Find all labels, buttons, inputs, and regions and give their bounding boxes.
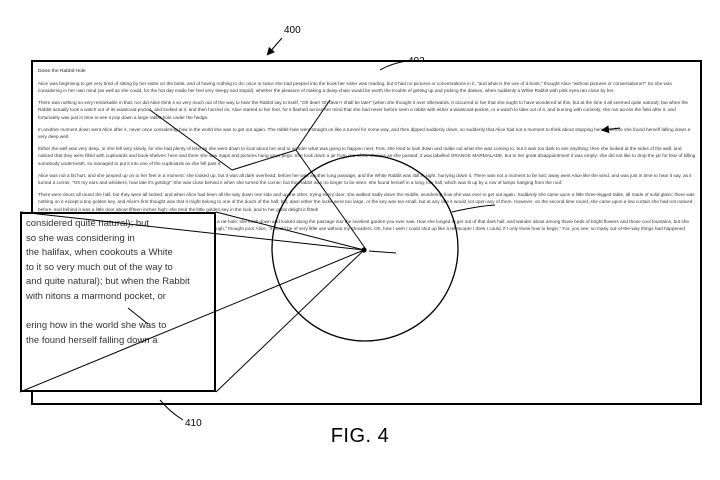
magnified-line: the halifax, when cookouts a White (26, 247, 173, 259)
document-paragraph: There was nothing so very remarkable in … (38, 99, 689, 120)
magnified-line: and quite natural); but when the Rabbit (26, 276, 190, 288)
magnified-view: considered quite natural); but so she wa… (20, 212, 216, 392)
magnified-line: to it so very much out of the way to (26, 261, 173, 273)
document-paragraph: There were doors all round the hall, but… (38, 191, 695, 212)
magnified-line: considered quite natural); but (26, 218, 150, 229)
magnified-line: ering how in the world she was to (26, 320, 167, 332)
ref-410: 410 (185, 418, 202, 429)
magnified-text: considered quite natural); but so she wa… (26, 217, 212, 348)
document-paragraph: Either the well was very deep, or she fe… (38, 145, 696, 166)
document-heading: Down the Rabbit Hole (38, 69, 86, 74)
magnified-line: the found herself falling down a (26, 334, 158, 346)
magnified-line (26, 305, 212, 320)
document-paragraph: In another moment down went Alice after … (38, 126, 691, 140)
magnified-line: with nitons a marmond pocket, or (26, 290, 166, 302)
ref-400: 400 (284, 25, 301, 36)
leader-line-400 (266, 37, 283, 56)
document-paragraph: Alice was not a bit hurt, and she jumped… (38, 172, 692, 186)
magnified-line: so she was considering in (26, 232, 135, 244)
figure-label: FIG. 4 (330, 425, 390, 447)
document-paragraph: Alice was beginning to get very tired of… (38, 80, 672, 94)
